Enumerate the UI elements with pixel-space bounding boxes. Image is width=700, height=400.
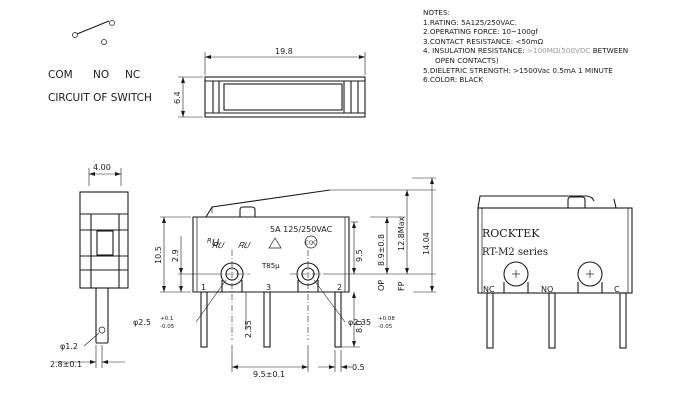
rear-lever xyxy=(477,195,595,209)
no-contact xyxy=(101,39,107,45)
dim-8-9: 8.9±0.8 xyxy=(377,234,386,266)
terminal-pin-2 xyxy=(334,291,342,348)
top-height-dim: 6.4 xyxy=(173,91,182,104)
note-insulation-cont: OPEN CONTACTS) xyxy=(435,55,499,65)
switch-lever-line xyxy=(76,20,110,35)
side-view: 4.00 φ1.2 2.8±0.1 xyxy=(50,163,129,369)
ul-logo-1: 𝑅𝑈 xyxy=(212,241,226,250)
rear-mount-left xyxy=(503,261,529,287)
notes-block: NOTES: 1.RATING: 5A125/250VAC. 2.OPERATI… xyxy=(423,8,628,85)
circuit-label-com: COM xyxy=(48,69,73,81)
dim-9-5-side: 9.5 xyxy=(355,249,364,262)
rear-pin-no xyxy=(548,292,556,349)
dim-14-04: 14.04 xyxy=(422,232,431,255)
top-length-dim: 19.8 xyxy=(275,47,293,56)
ul-mark: ᴿU xyxy=(207,236,220,249)
cqc-mark xyxy=(304,235,318,249)
dim-2-35: 2.35 xyxy=(244,320,253,338)
hole-left-tol-dn: -0.05 xyxy=(160,324,175,330)
hole-right-tol-up: +0.08 xyxy=(378,316,395,322)
notes-heading: NOTES: xyxy=(423,8,450,17)
note-color: 6.COLOR: BLACK xyxy=(423,75,484,85)
top-body-outline xyxy=(204,76,366,118)
hole-right-tol-dn: -0.05 xyxy=(378,324,393,330)
side-terminal-hole xyxy=(98,326,106,334)
side-terminal xyxy=(95,287,109,344)
triangle-mark xyxy=(268,237,282,249)
terminal-label-2: 2 xyxy=(337,283,342,292)
dim-8-0: 8.0 xyxy=(355,320,364,333)
side-slot xyxy=(96,230,114,256)
rear-label-c: C xyxy=(614,285,620,294)
front-view: 5A 125/250VAC ᴿU 𝑅𝑈 𝑅𝑈 CQC T85μ 1 3 2 xyxy=(133,177,436,379)
dim-op: OP xyxy=(377,280,386,291)
rear-pin-c xyxy=(619,292,627,349)
circuit-diagram: COM NO NC CIRCUIT OF SWITCH xyxy=(48,20,152,104)
top-view: 19.8 6.4 xyxy=(173,47,366,118)
terminal-pin-3 xyxy=(263,291,271,348)
pitch-dim: 9.5±0.1 xyxy=(253,370,285,379)
dim-fp: FP xyxy=(397,281,406,291)
rear-model: RT-M2 series xyxy=(482,247,548,258)
note-dielectric: 5.DIELETRIC STRENGTH: >1500Vac 0.5mA 1 M… xyxy=(423,65,613,75)
hole-right-dim: φ2.35 xyxy=(348,318,371,327)
side-width-dim: 4.00 xyxy=(93,163,111,172)
rear-actuator xyxy=(567,196,586,208)
side-body-outline xyxy=(79,191,129,289)
circuit-caption: CIRCUIT OF SWITCH xyxy=(48,92,152,104)
side-pin-dia-dim: φ1.2 xyxy=(60,342,78,351)
hole-left-dim: φ2.5 xyxy=(133,318,151,327)
rear-mount-right xyxy=(577,261,603,287)
hole-left-tol-up: +0.1 xyxy=(160,316,173,322)
front-lever xyxy=(205,189,331,218)
front-body-outline xyxy=(192,216,350,293)
front-actuator xyxy=(239,206,256,217)
top-actuator-slot xyxy=(223,83,343,111)
note-contact: 3.CONTACT RESISTANCE: <50mΩ xyxy=(423,36,544,46)
circuit-label-nc: NC xyxy=(125,69,140,81)
front-rating-marking: 5A 125/250VAC xyxy=(270,225,333,234)
side-pin-pos-dim: 2.8±0.1 xyxy=(50,360,82,369)
rear-view: ROCKTEK RT-M2 series NC NO C xyxy=(477,195,633,349)
dim-0-5: 0.5 xyxy=(352,363,365,372)
note-rating: 1.RATING: 5A125/250VAC. xyxy=(423,17,517,27)
note-insulation-suffix: BETWEEN xyxy=(590,46,629,56)
rear-label-nc: NC xyxy=(483,285,495,294)
dim-2-9: 2.9 xyxy=(171,249,180,262)
terminal-pin-1 xyxy=(200,291,208,348)
dim-12-8: 12.8Max xyxy=(397,216,406,251)
nc-contact xyxy=(109,20,115,26)
ul-logo-2: 𝑅𝑈 xyxy=(238,241,252,250)
temp-marking: T85μ xyxy=(261,262,280,270)
circuit-label-no: NO xyxy=(93,69,109,81)
cqc-mark-text: CQC xyxy=(305,241,317,247)
rear-pin-nc xyxy=(486,292,494,349)
rear-label-no: NO xyxy=(541,285,553,294)
dim-10-5: 10.5 xyxy=(154,246,163,264)
note-force: 2.OPERATING FORCE: 10~100gf xyxy=(423,27,538,37)
note-insulation-prefix: 4. INSULATION RESISTANCE: xyxy=(423,46,527,56)
note-insulation: 4. INSULATION RESISTANCE: >100MΩ(500VDC … xyxy=(423,46,628,56)
com-contact xyxy=(72,32,78,38)
note-insulation-value: >100MΩ(500VDC xyxy=(527,46,591,56)
rear-brand: ROCKTEK xyxy=(482,227,540,240)
terminal-label-1: 1 xyxy=(201,283,206,292)
terminal-label-3: 3 xyxy=(266,283,271,292)
